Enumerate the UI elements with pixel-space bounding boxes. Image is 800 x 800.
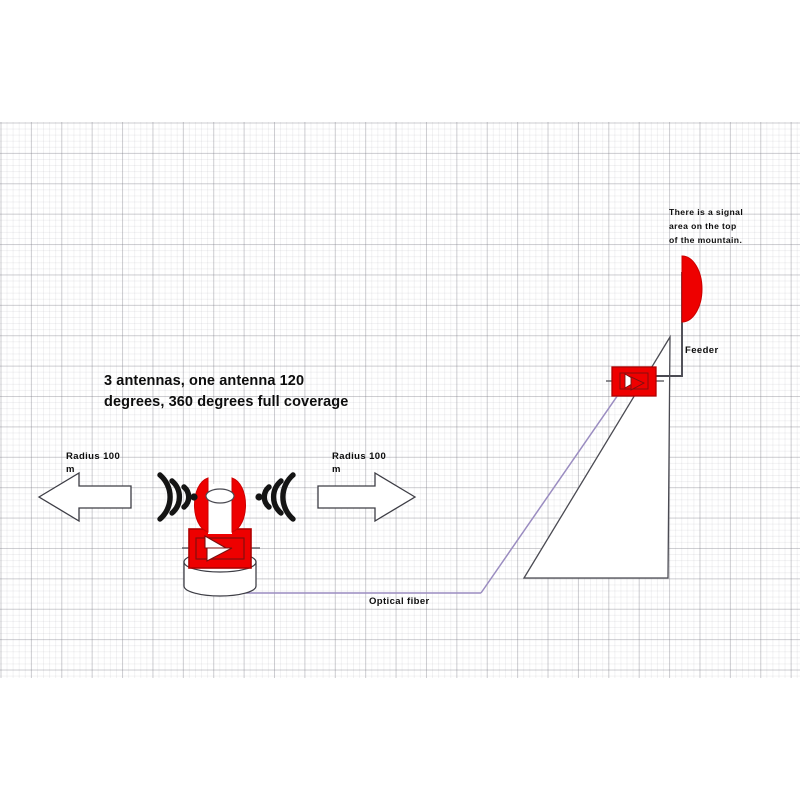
wifi-signal-left-icon [157,472,198,522]
wifi-left-dot [190,493,198,501]
half-disc-antenna-icon [681,255,703,323]
wifi-right-arc-1 [261,484,272,510]
antenna-petal-left [194,477,209,533]
block-arrow-right-icon [317,471,417,523]
wifi-right-arc-3 [280,472,296,522]
ground-rru-inner-frame [195,537,245,560]
mountain-rru-inner-frame [619,372,649,390]
arrow-left-shape [37,471,132,523]
ground-rru-unit [182,528,260,569]
wifi-signal-right-icon [255,472,296,522]
arrow-right-shape [317,471,417,523]
optical-fiber-mountain-segment [480,378,630,594]
coverage-description-label: 3 antennas, one antenna 120 degrees, 360… [104,373,349,411]
radius-left-label: Radius 100 m [66,451,121,476]
wifi-left-arc-3 [157,472,173,522]
feeder-label: Feeder [685,345,719,356]
mountain-icon [522,334,671,579]
wifi-right-dot [255,493,263,501]
wifi-left-arc-1 [181,484,192,510]
antenna-mast-edges [207,478,233,532]
antenna-aperture [205,488,235,504]
mountain-antenna-disc [681,255,703,323]
wifi-left-arc-2 [169,478,183,516]
mountain-top-signal-label: There is a signal area on the top of the… [669,207,744,245]
radius-right-label: Radius 100 m [332,451,387,476]
block-arrow-left-icon [37,471,132,523]
wifi-right-arc-2 [270,478,284,516]
ground-rru-amp-glyph-b [206,547,233,562]
mountain-rru-amp-glyph-b [630,376,646,391]
mountain-rru-unit [606,366,664,397]
antenna-petal-right [231,477,246,533]
mountain-body [522,334,671,579]
optical-fiber-label: Optical fiber [369,596,430,607]
mountain-rru-body [611,366,657,397]
sector-antenna-icon [194,477,246,534]
